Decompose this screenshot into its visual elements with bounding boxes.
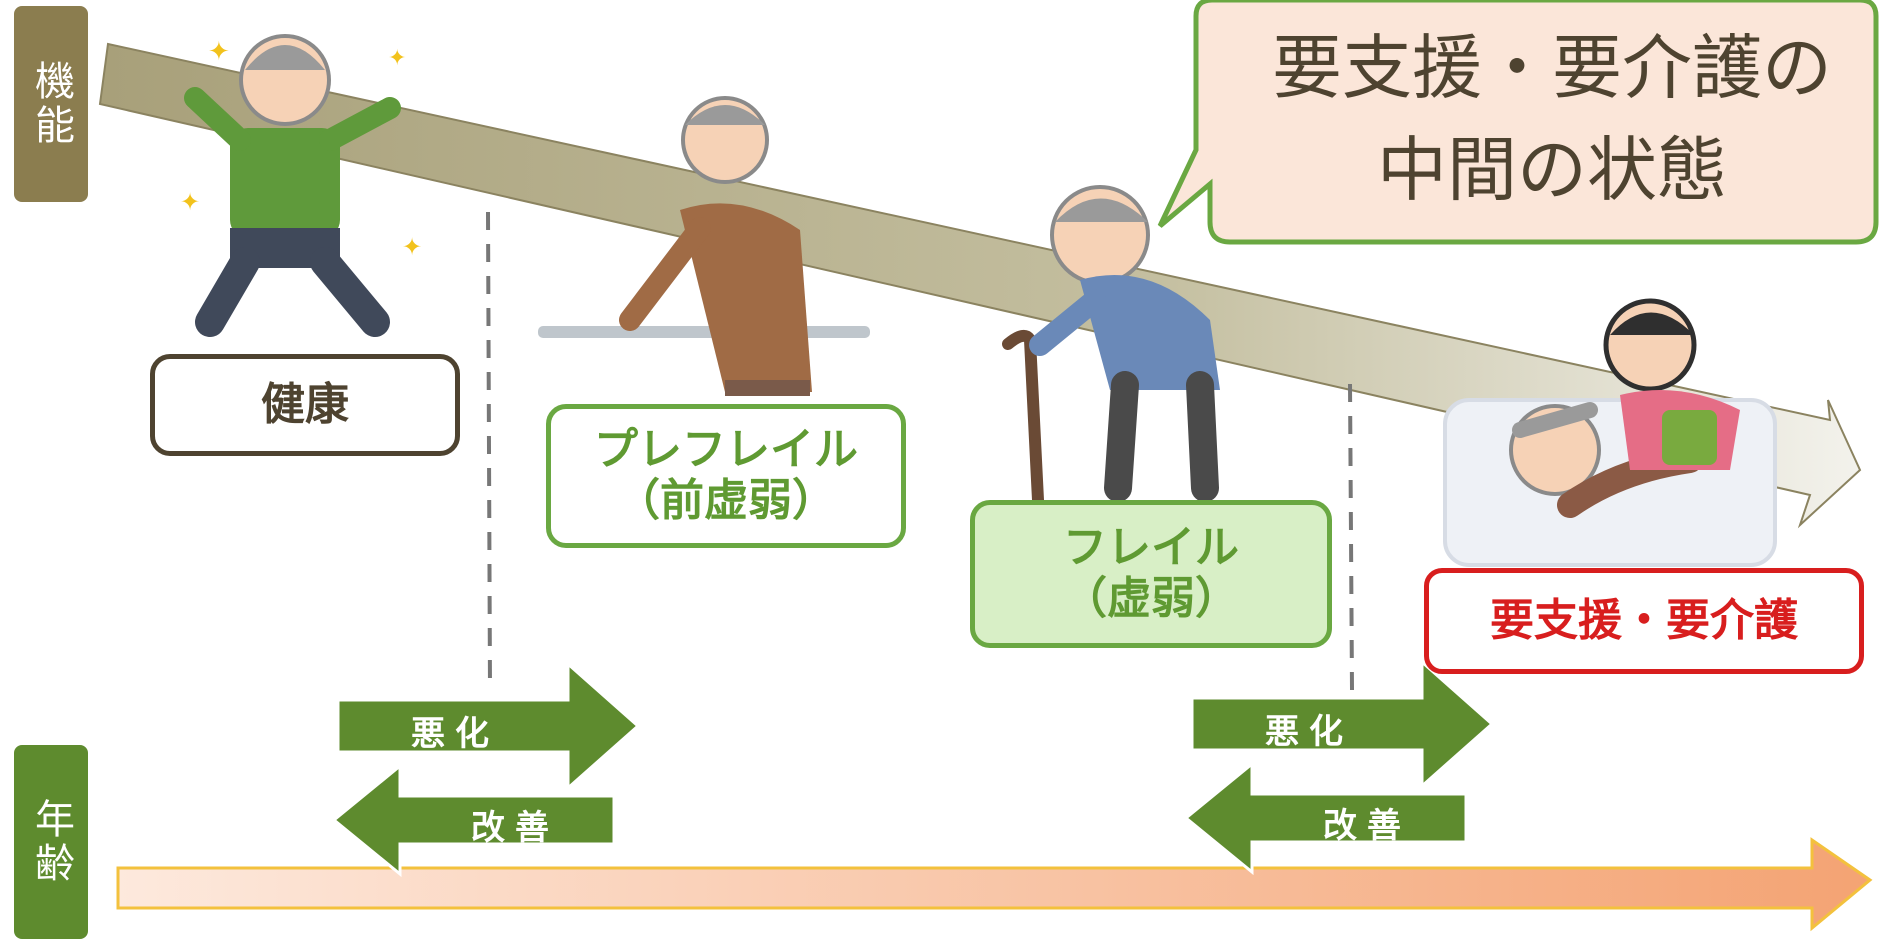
elderly-man-with-cane-icon [1002,185,1220,506]
worsen-arrow [1190,658,1495,790]
stage-frail-box: フレイル （虚弱） [970,500,1332,648]
svg-text:✦: ✦ [208,37,230,67]
improve-arrow [1183,760,1468,876]
callout-text-line2: 中間の状態 [1377,129,1727,211]
function-decline-band [98,42,1862,529]
function-axis-label: 機能 [14,6,88,202]
stage-care-needed-label: 要支援・要介護 [1490,594,1798,646]
svg-text:✦: ✦ [402,233,422,261]
stage-prefrail-sublabel: （前虚弱） [616,475,836,526]
age-axis-label: 年齢 [14,745,88,939]
stage-divider-line [486,211,492,691]
stage-frail-label: フレイル [1063,522,1239,574]
stage-healthy-box: 健康 [150,354,460,456]
stage-healthy-label: 健康 [261,378,349,430]
stage-prefrail-box: プレフレイル （前虚弱） [546,404,906,548]
svg-text:✦: ✦ [388,46,406,71]
callout-bubble [1157,0,1879,245]
worsen-arrow [336,660,641,792]
bedridden-elderly-with-caregiver-icon [1443,298,1777,567]
stage-care-needed-box: 要支援・要介護 [1424,568,1864,674]
callout-text-line1: 要支援・要介護の [1272,27,1832,109]
improve-label: 改善 [1323,806,1411,846]
svg-text:✦: ✦ [180,188,200,216]
worsen-label: 悪化 [1265,712,1353,752]
elderly-man-with-walking-rail-icon [538,96,870,396]
improve-arrow [331,762,616,878]
improve-label: 改善 [471,808,559,848]
worsen-label: 悪化 [411,714,499,754]
stage-prefrail-label: プレフレイル [594,424,858,476]
stage-frail-sublabel: （虚弱） [1063,573,1239,624]
stage-divider-line [1348,383,1354,691]
healthy-elderly-man-icon: ✦ ✦ ✦ ✦ [180,34,422,337]
age-arrow-band [116,837,1873,932]
